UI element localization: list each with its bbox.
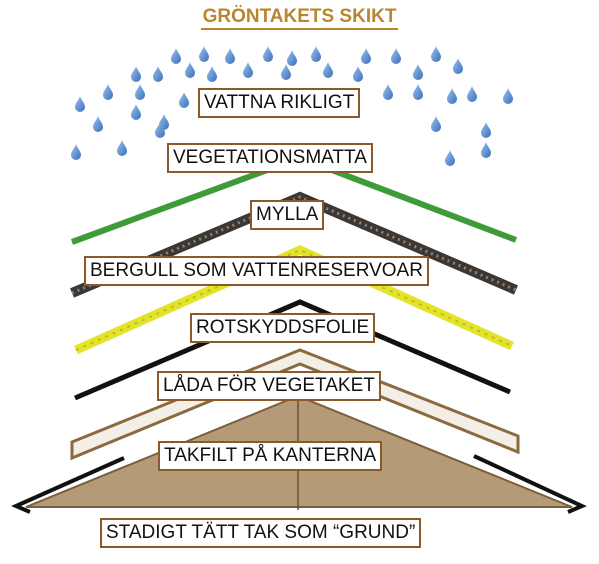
label-water: VATTNA RIKLIGT — [198, 88, 361, 118]
raindrop-icon — [135, 84, 145, 100]
label-roofing-felt: TAKFILT PÅ KANTERNA — [158, 441, 383, 471]
raindrop-icon — [467, 86, 477, 102]
label-vegetation-box: LÅDA FÖR VEGETAKET — [157, 371, 381, 401]
raindrop-icon — [207, 66, 217, 82]
raindrop-icon — [117, 140, 127, 156]
raindrop-icon — [481, 122, 491, 138]
raindrop-icon — [75, 96, 85, 112]
raindrop-icon — [447, 88, 457, 104]
raindrop-icon — [131, 104, 141, 120]
raindrop-icon — [71, 144, 81, 160]
label-roof-base: STADIGT TÄTT TAK SOM “GRUND” — [100, 518, 422, 548]
raindrop-icon — [311, 46, 321, 62]
rock-wool-texture — [75, 248, 513, 351]
raindrop-icon — [383, 84, 393, 100]
raindrop-icon — [185, 62, 195, 78]
raindrop-icon — [445, 150, 455, 166]
label-vegetation-mat: VEGETATIONSMATTA — [167, 143, 373, 173]
raindrop-icon — [361, 48, 371, 64]
raindrop-icon — [93, 116, 103, 132]
raindrop-icon — [431, 46, 441, 62]
raindrop-icon — [453, 58, 463, 74]
felt-edge-right — [473, 454, 587, 514]
raindrop-icon — [153, 66, 163, 82]
root-foil-layer — [74, 299, 511, 401]
raindrop-icon — [431, 116, 441, 132]
raindrop-icon — [199, 46, 209, 62]
raindrop-icon — [353, 66, 363, 82]
label-root-foil: ROTSKYDDSFOLIE — [190, 313, 376, 343]
felt-edge-left — [11, 456, 125, 514]
raindrop-icon — [155, 122, 165, 138]
raindrop-icon — [323, 62, 333, 78]
label-soil: MYLLA — [250, 200, 325, 230]
raindrop-icon — [179, 92, 189, 108]
raindrop-icon — [243, 62, 253, 78]
raindrop-icon — [391, 48, 401, 64]
title-text: GRÖNTAKETS SKIKT — [200, 6, 399, 30]
raindrop-icon — [413, 64, 423, 80]
raindrop-icon — [481, 142, 491, 158]
raindrop-icon — [103, 84, 113, 100]
raindrop-icon — [131, 66, 141, 82]
raindrop-icon — [281, 64, 291, 80]
raindrop-icon — [287, 50, 297, 66]
raindrop-icon — [413, 84, 423, 100]
raindrop-icon — [171, 48, 181, 64]
raindrop-icon — [225, 48, 235, 64]
diagram-title: GRÖNTAKETS SKIKT — [0, 6, 599, 30]
raindrop-icon — [503, 88, 513, 104]
label-rock-wool: BERGULL SOM VATTENRESERVOAR — [84, 256, 429, 286]
vegetation-box-layer — [70, 348, 520, 461]
soil-texture — [71, 195, 517, 295]
raindrop-icon — [263, 46, 273, 62]
